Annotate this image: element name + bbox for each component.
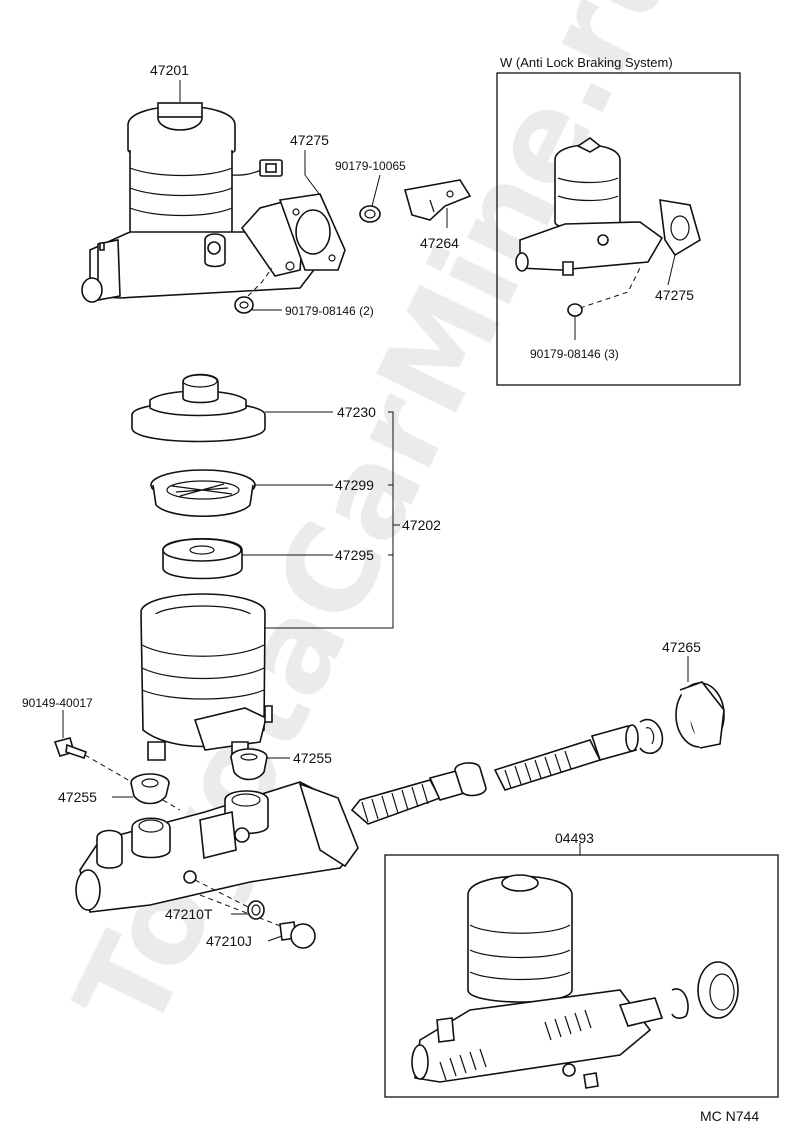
label-47264: 47264 bbox=[420, 235, 459, 251]
reservoir-seal-drawing bbox=[162, 538, 243, 580]
cylinder-body-drawing bbox=[75, 781, 359, 933]
label-47210T: 47210T bbox=[165, 906, 213, 922]
kit-box bbox=[384, 854, 779, 1098]
label-47255-right: 47255 bbox=[293, 750, 332, 766]
label-90149-40017: 90149-40017 bbox=[22, 696, 93, 710]
label-47265: 47265 bbox=[662, 639, 701, 655]
label-47275-abs: 47275 bbox=[655, 287, 694, 303]
label-90179-10065: 90179-10065 bbox=[335, 159, 406, 173]
label-47230: 47230 bbox=[337, 404, 376, 420]
reservoir-body-drawing bbox=[140, 593, 273, 761]
label-04493: 04493 bbox=[555, 830, 594, 846]
label-47202: 47202 bbox=[402, 517, 441, 533]
plug-drawing bbox=[267, 921, 316, 949]
label-47210J: 47210J bbox=[206, 933, 252, 949]
reservoir-cap-drawing bbox=[131, 373, 266, 443]
label-47299: 47299 bbox=[335, 477, 374, 493]
grommet-left-drawing bbox=[112, 773, 170, 805]
snap-ring-drawing bbox=[639, 718, 664, 755]
master-cylinder-assembly-drawing bbox=[81, 80, 472, 314]
label-90179-08146-3: 90179-08146 (3) bbox=[530, 347, 619, 361]
piston-spring-assembly-drawing bbox=[350, 724, 639, 825]
union-bolt-drawing bbox=[53, 710, 181, 811]
abs-inset-box bbox=[496, 72, 741, 386]
gasket-drawing bbox=[231, 900, 265, 920]
label-47201: 47201 bbox=[150, 62, 189, 78]
label-90179-08146-2: 90179-08146 (2) bbox=[285, 304, 374, 318]
boot-drawing bbox=[675, 656, 725, 749]
label-47295: 47295 bbox=[335, 547, 374, 563]
kit-master-cylinder-drawing bbox=[411, 874, 739, 1089]
abs-master-cylinder-drawing bbox=[515, 137, 701, 340]
label-47275-top: 47275 bbox=[290, 132, 329, 148]
label-47255-left: 47255 bbox=[58, 789, 97, 805]
grommet-right-drawing bbox=[230, 748, 290, 781]
reservoir-strainer-drawing bbox=[150, 469, 256, 517]
abs-inset-title: W (Anti Lock Braking System) bbox=[500, 55, 673, 70]
diagram-code: MC N744 bbox=[700, 1108, 759, 1124]
